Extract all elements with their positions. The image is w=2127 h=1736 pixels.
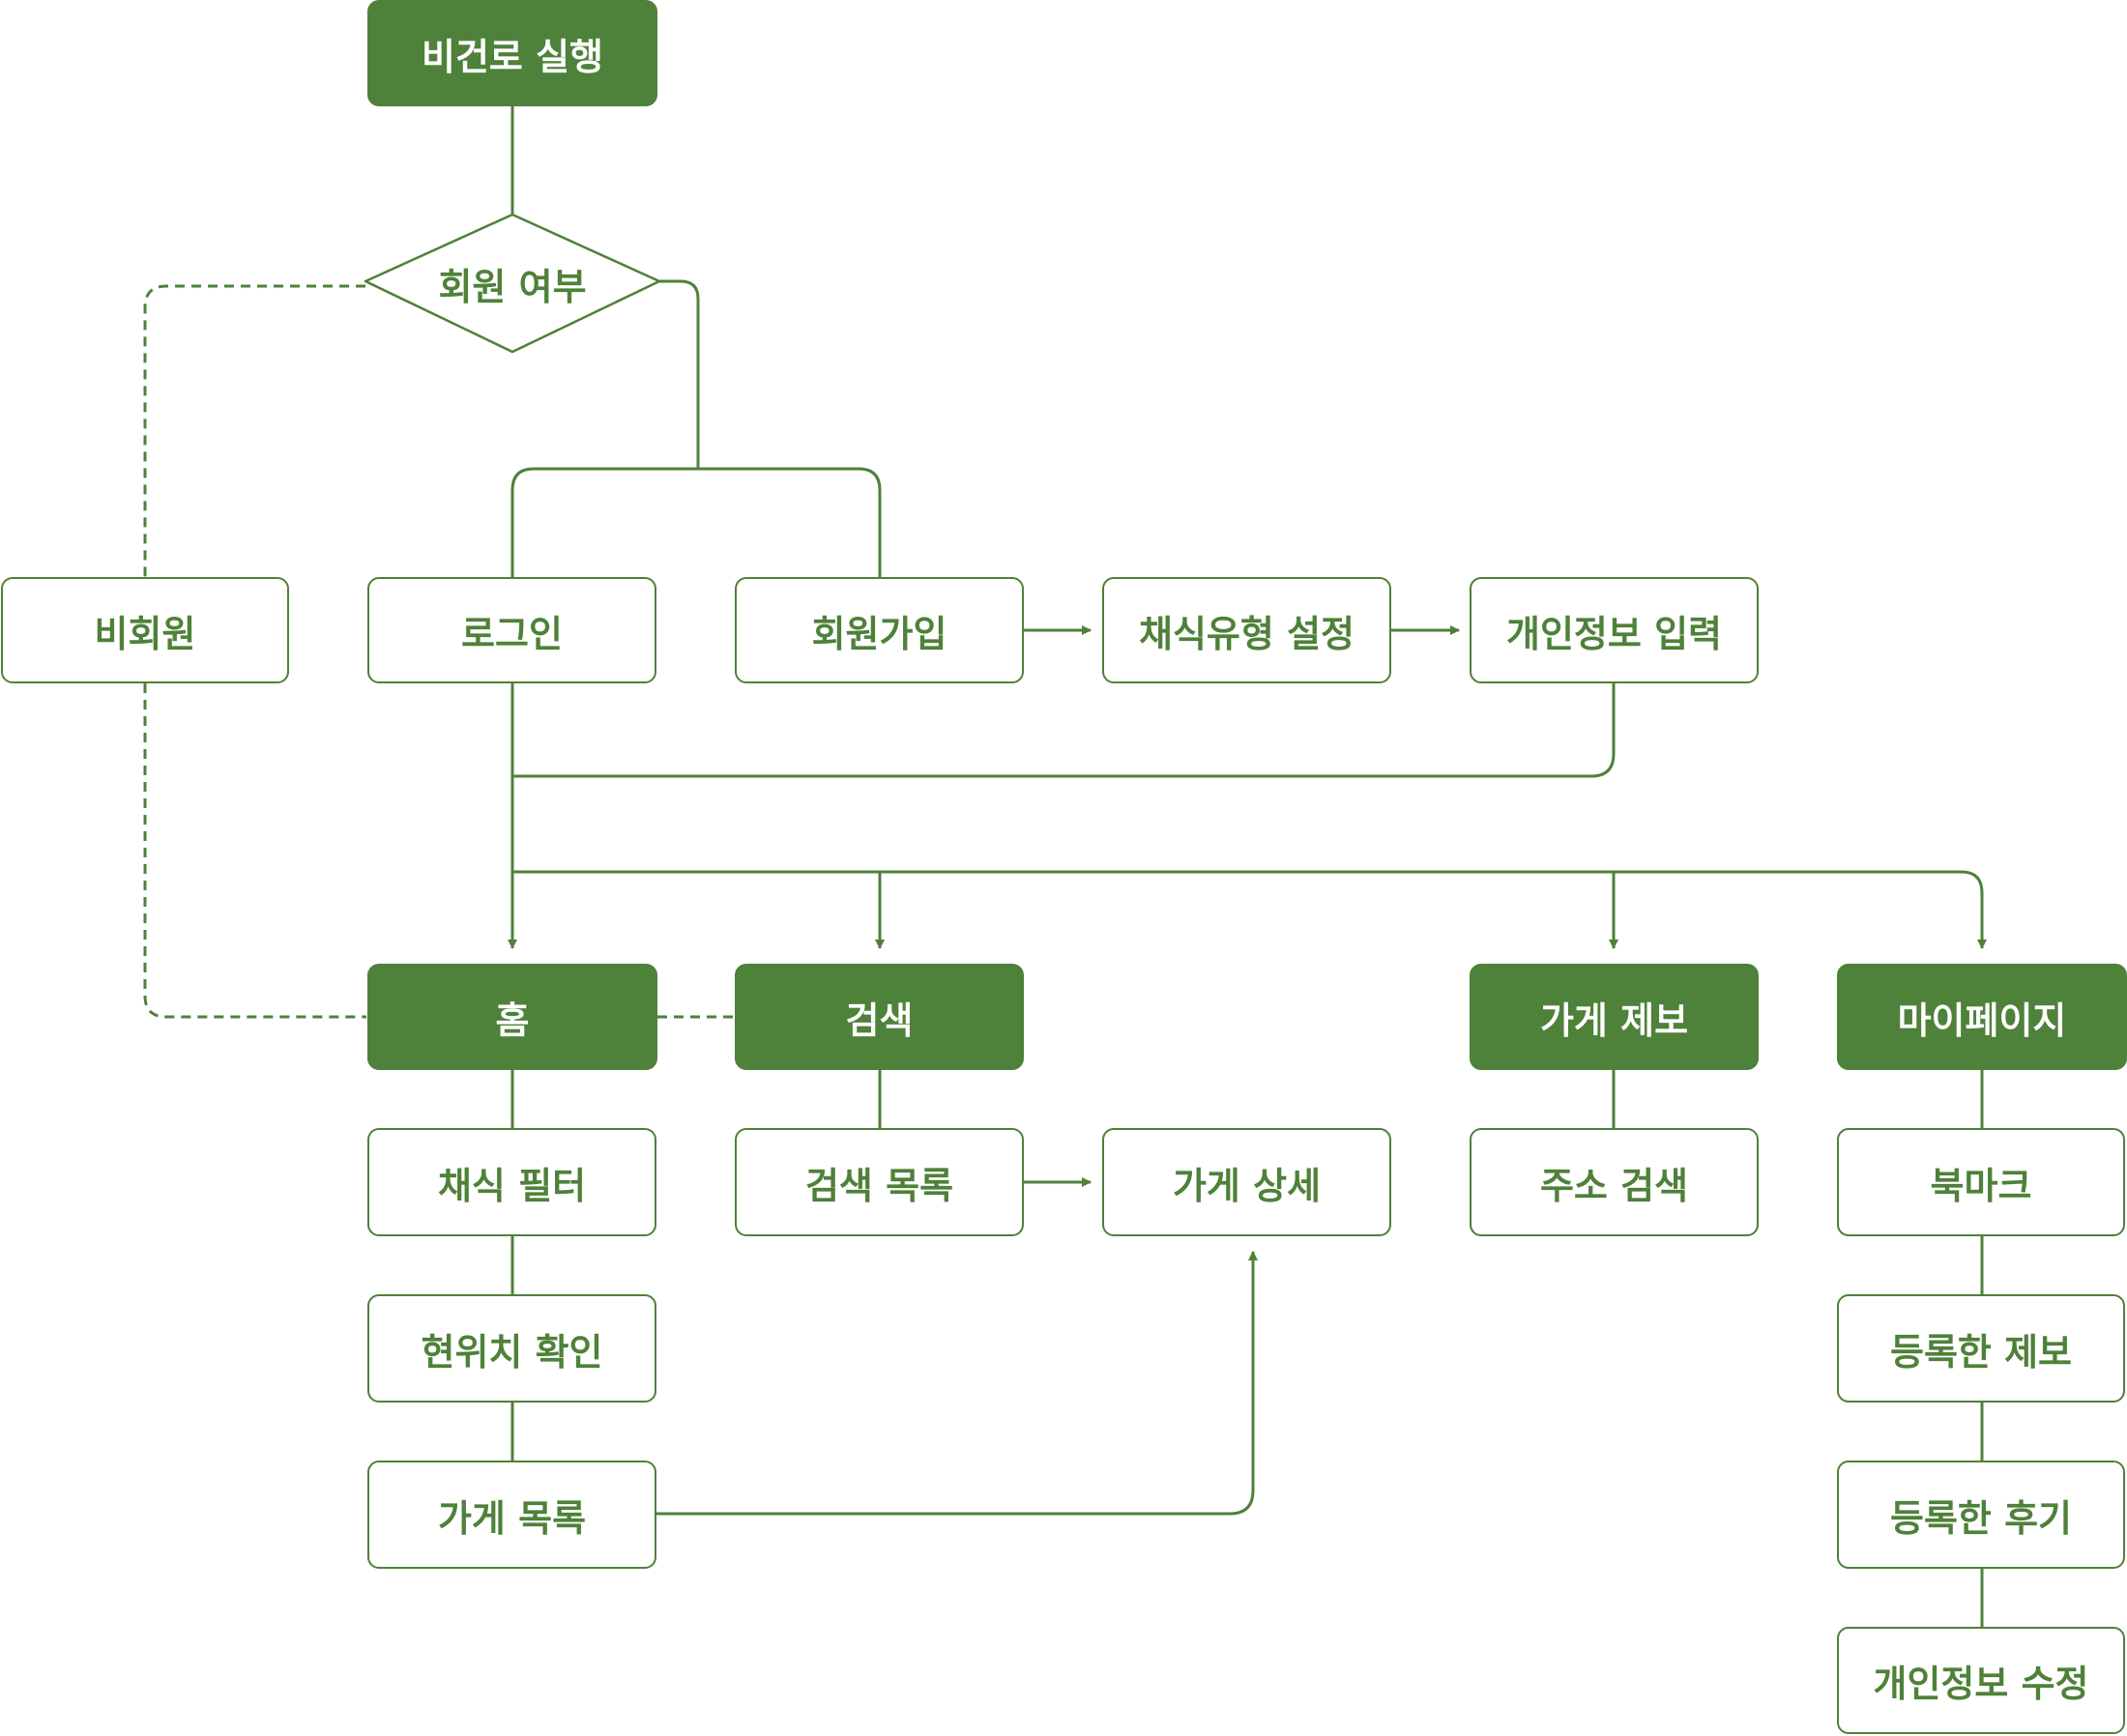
my-reports-node: 등록한 제보	[1837, 1294, 2125, 1403]
personal-info-edit-node: 개인정보 수정	[1837, 1627, 2125, 1734]
signup-node: 회원가입	[735, 577, 1024, 683]
edge-non-member-to-home	[143, 683, 366, 1019]
personal-info-input-node: 개인정보 입력	[1470, 577, 1759, 683]
search-node: 검색	[735, 964, 1024, 1070]
edge-branch-login	[510, 467, 882, 577]
home-node: 홈	[367, 964, 657, 1070]
edge-bus	[512, 870, 1987, 949]
edge-personal-info-merge	[512, 683, 1616, 778]
address-search-node: 주소 검색	[1470, 1128, 1759, 1236]
member-check-label: 회원 여부	[438, 265, 587, 308]
store-list-node: 가게 목록	[367, 1461, 656, 1569]
my-reviews-node: 등록한 후기	[1837, 1461, 2125, 1569]
diet-type-node: 채식유형 설정	[1102, 577, 1391, 683]
store-report-node: 가게 제보	[1470, 964, 1759, 1070]
login-node: 로그인	[367, 577, 656, 683]
non-member-node: 비회원	[1, 577, 289, 683]
diet-filter-node: 채식 필터	[367, 1128, 656, 1236]
bookmark-node: 북마크	[1837, 1128, 2125, 1236]
edge-member-check-to-members	[659, 279, 700, 469]
start-node: 비건로 실행	[367, 0, 657, 106]
location-check-node: 현위치 확인	[367, 1294, 656, 1403]
decision-diamond	[364, 213, 661, 354]
edge-store-list-to-detail	[656, 1251, 1258, 1516]
store-detail-node: 가게 상세	[1102, 1128, 1391, 1236]
edge-member-check-to-non-member	[143, 284, 365, 577]
search-list-node: 검색 목록	[735, 1128, 1024, 1236]
mypage-node: 마이페이지	[1837, 964, 2127, 1070]
